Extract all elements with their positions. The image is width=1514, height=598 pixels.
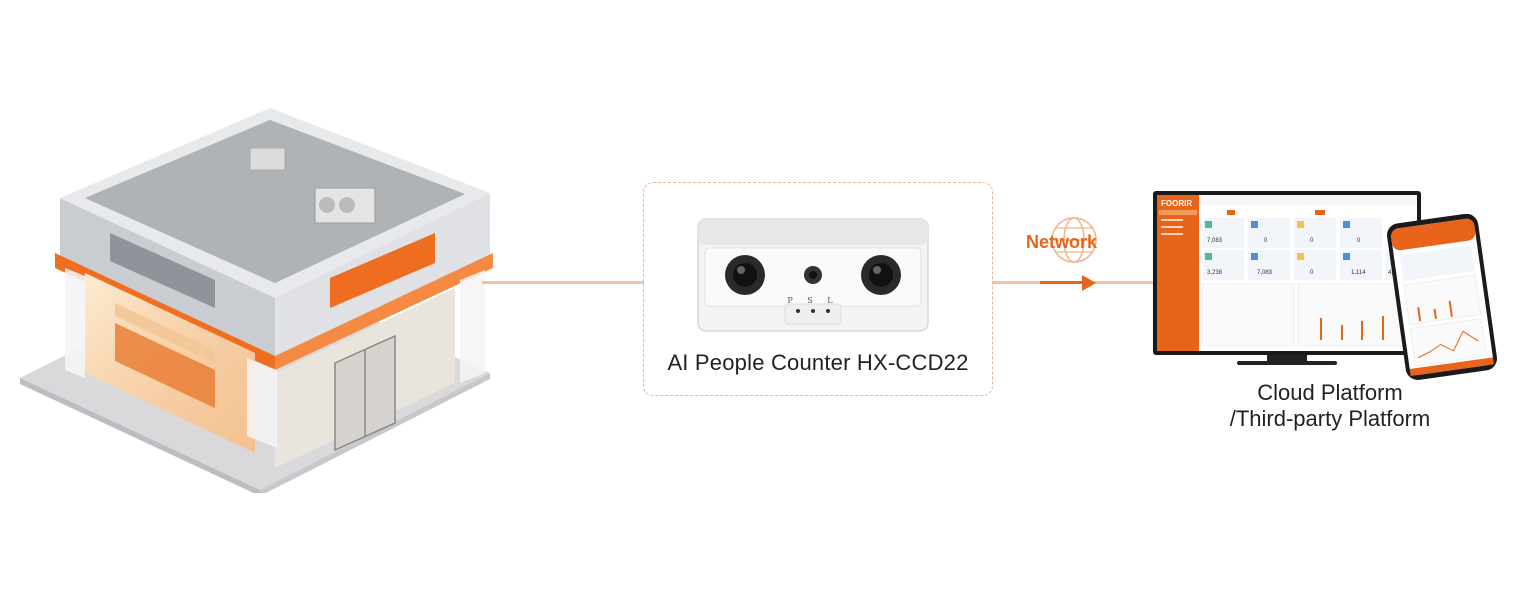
- connector-line-store-to-device: [482, 281, 644, 284]
- device-name: AI People Counter HX-CCD22: [667, 350, 969, 375]
- phone-dashboard: [1386, 214, 1497, 380]
- device-frame: [643, 182, 993, 396]
- dash-stat-6: 7,083: [1257, 270, 1273, 276]
- dash-stat-7: 0: [1310, 270, 1314, 276]
- dash-stat-5: 3,238: [1207, 270, 1223, 276]
- people-counter-device: P S L: [697, 218, 929, 332]
- dash-stat-8: 1,114: [1351, 270, 1366, 276]
- platform-label-line2: /Third-party Platform: [1229, 406, 1431, 431]
- network-arrow-icon: [1082, 275, 1096, 291]
- platform-label-line1: Cloud Platform: [1257, 380, 1403, 405]
- dash-stat-2: 0: [1264, 238, 1268, 244]
- device-indicator-labels: P S L: [787, 296, 838, 305]
- network-label: Network: [1026, 232, 1098, 252]
- dash-stat-3: 0: [1310, 238, 1314, 244]
- globe-icon: [1051, 217, 1097, 263]
- network-arrow-shaft: [1040, 281, 1084, 284]
- monitor-dashboard: FOORIR 7,083 0 0 0 3,238 7,083 0 1,114 4…: [1153, 191, 1421, 365]
- store-illustration: [20, 108, 493, 493]
- platform-label: Cloud Platform /Third-party Platform: [1150, 380, 1510, 432]
- dash-stat-1: 7,083: [1207, 238, 1223, 244]
- dashboard-logo: FOORIR: [1161, 199, 1192, 208]
- dash-stat-4: 0: [1357, 238, 1361, 244]
